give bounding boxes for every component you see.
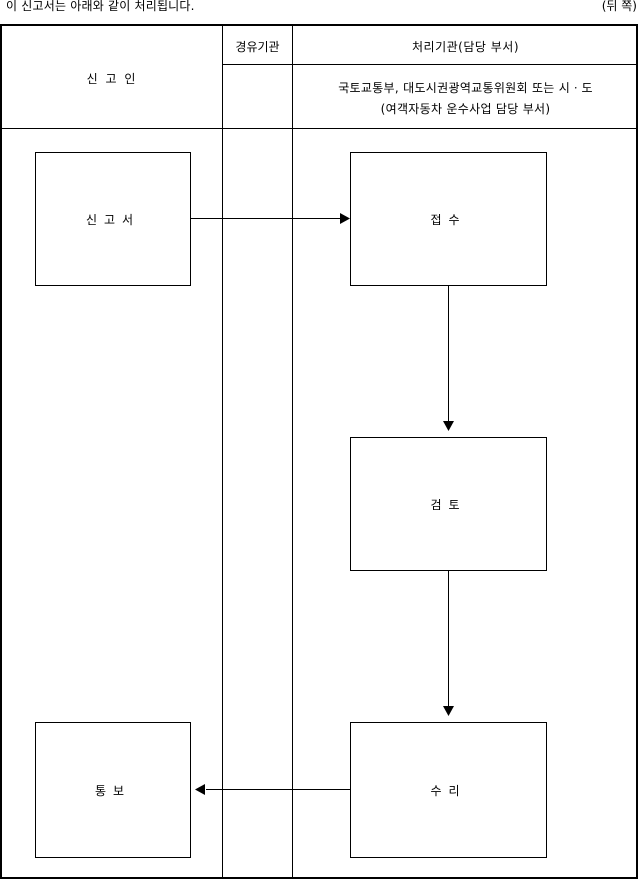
applicant-header: 신 고 인 bbox=[86, 72, 138, 86]
header-subdivider bbox=[222, 64, 638, 65]
acceptance-box: 수리 bbox=[350, 722, 547, 858]
report-label: 신고서 bbox=[85, 212, 141, 227]
intro-text: 이 신고서는 아래와 같이 처리됩니다. bbox=[6, 0, 195, 13]
arrowhead-right bbox=[340, 213, 350, 224]
review-box: 검토 bbox=[350, 437, 547, 571]
divider-applicant-via bbox=[222, 25, 223, 878]
receipt-box: 접수 bbox=[350, 152, 547, 286]
receipt-label: 접수 bbox=[430, 212, 467, 227]
notice-box: 통보 bbox=[35, 722, 191, 858]
arrowhead-left bbox=[195, 784, 205, 795]
via-agency-header: 경유기관 bbox=[235, 40, 280, 54]
processing-agency-line2: (여객자동차 운수사업 담당 부서) bbox=[380, 102, 551, 116]
process-table bbox=[0, 24, 638, 879]
processing-agency-header: 처리기관(담당 부서) bbox=[412, 40, 519, 54]
processing-agency-line1: 국토교통부, 대도시권광역교통위원회 또는 시ㆍ도 bbox=[338, 81, 593, 95]
notice-label: 통보 bbox=[94, 783, 132, 798]
review-label: 검토 bbox=[430, 497, 467, 512]
acceptance-label: 수리 bbox=[430, 783, 467, 798]
page-mark: (뒤 쪽) bbox=[601, 0, 637, 13]
arrowhead-down-2 bbox=[443, 706, 454, 716]
divider-via-agency bbox=[292, 25, 293, 878]
report-box: 신고서 bbox=[35, 152, 191, 286]
arrowhead-down-1 bbox=[443, 421, 454, 431]
header-bottom-line bbox=[2, 128, 638, 129]
